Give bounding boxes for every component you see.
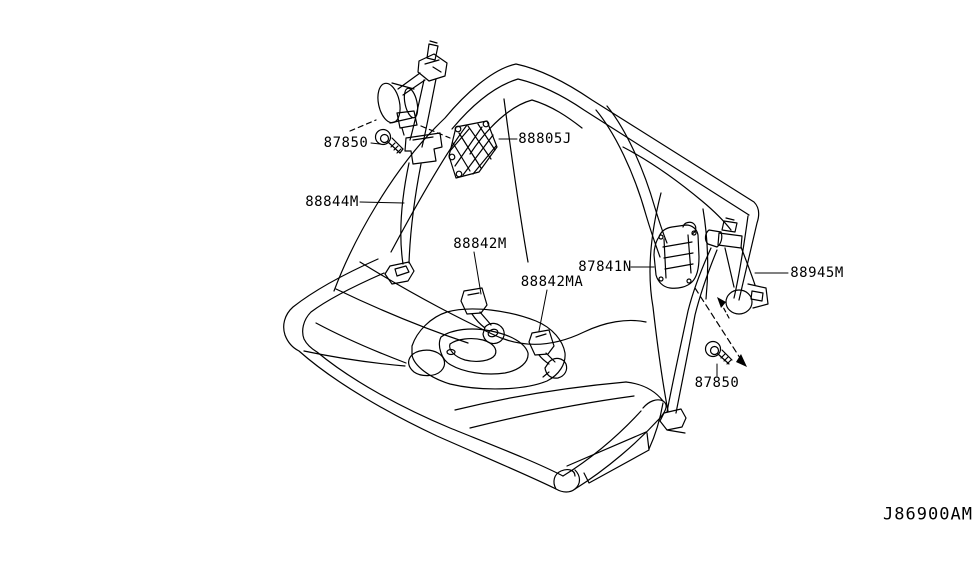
part-label-87850-lower: 87850 xyxy=(694,375,740,391)
part-label-88844m: 88844M xyxy=(305,194,359,210)
leader-88842m xyxy=(473,251,482,295)
assembly-dashed-lines xyxy=(349,119,747,367)
upper-bolt xyxy=(374,128,404,154)
part-label-87841n: 87841N xyxy=(578,259,632,275)
arrowhead-icon xyxy=(717,297,726,308)
lower-bolt xyxy=(704,340,733,365)
outer-buckle xyxy=(528,329,568,379)
leader-88844m xyxy=(359,201,405,204)
leader-lines xyxy=(359,138,789,377)
part-label-88842m: 88842M xyxy=(453,236,507,252)
anchor-latch-plate xyxy=(653,221,700,289)
left-belt-assembly xyxy=(377,40,448,285)
center-console xyxy=(408,308,566,390)
seatback-outline xyxy=(333,63,760,412)
center-buckle xyxy=(460,287,505,345)
leader-87850-upper xyxy=(370,142,381,145)
part-label-88842ma: 88842MA xyxy=(520,274,584,290)
diagram-code: J86900AM xyxy=(883,504,973,525)
part-label-88805j: 88805J xyxy=(518,131,572,147)
part-label-88945m: 88945M xyxy=(790,265,844,281)
right-belt-assembly xyxy=(659,217,769,434)
cushion-outline xyxy=(283,258,667,493)
net-pad xyxy=(448,120,498,179)
arrowhead-icon xyxy=(736,354,747,367)
leader-88842ma xyxy=(538,289,548,332)
part-label-87850-upper: 87850 xyxy=(323,135,369,151)
